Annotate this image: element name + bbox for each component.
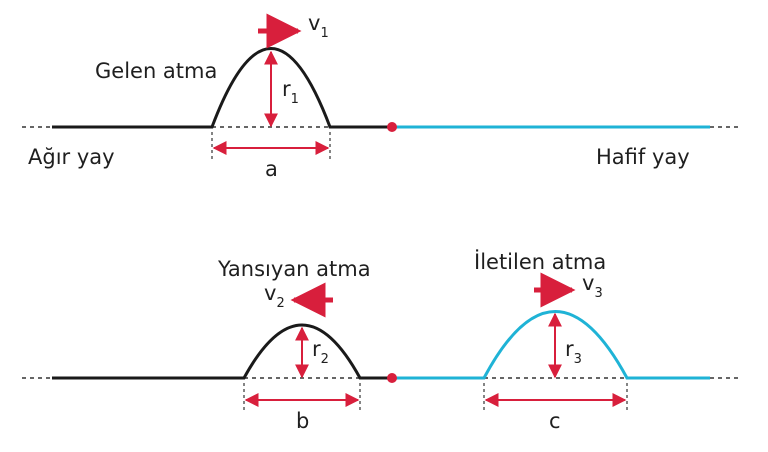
velocity-label-v3: v3 bbox=[582, 271, 603, 301]
junction-dot-top bbox=[387, 122, 397, 132]
amplitude-label-r3: r3 bbox=[565, 337, 582, 367]
amplitude-label-r1: r1 bbox=[282, 77, 299, 107]
width-label-a: a bbox=[265, 157, 278, 181]
light-spring-bottom bbox=[392, 310, 710, 380]
heavy-spring-bottom bbox=[52, 323, 392, 380]
amplitude-label-r2: r2 bbox=[312, 337, 329, 367]
width-label-c: c bbox=[549, 409, 561, 433]
junction-dot-bottom bbox=[387, 373, 397, 383]
velocity-label-v1: v1 bbox=[308, 11, 329, 41]
incoming-pulse-label: Gelen atma bbox=[95, 59, 217, 83]
light-spring-label: Hafif yay bbox=[596, 145, 690, 169]
velocity-label-v2: v2 bbox=[264, 281, 285, 311]
reflected-pulse-label: Yansıyan atma bbox=[217, 257, 371, 281]
heavy-spring-top bbox=[52, 47, 392, 129]
width-label-b: b bbox=[296, 409, 309, 433]
transmitted-pulse-label: İletilen atma bbox=[474, 249, 606, 274]
heavy-spring-label: Ağır yay bbox=[28, 145, 115, 169]
